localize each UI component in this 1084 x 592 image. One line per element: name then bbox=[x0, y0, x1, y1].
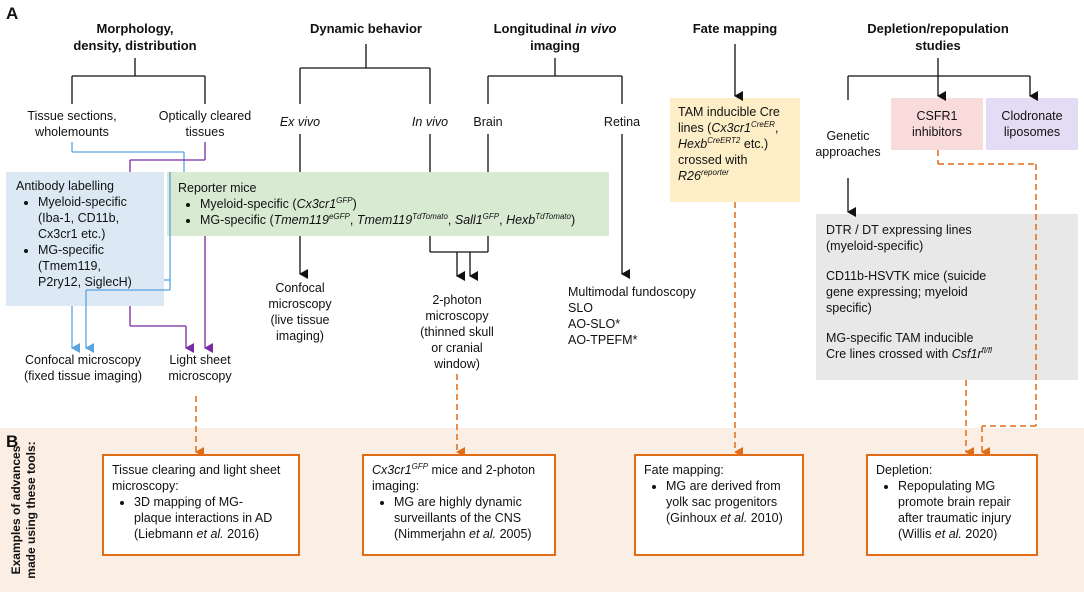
dtr-paragraph-3: MG-specific TAM inducible Cre lines cros… bbox=[826, 331, 992, 361]
method-confocal-live: Confocal microscopy (live tissue imaging… bbox=[268, 281, 332, 343]
reporter-bullet-myeloid: Myeloid-specific (Cx3cr1GFP) bbox=[200, 196, 606, 212]
category-fate-mapping: Fate mapping bbox=[692, 21, 778, 36]
clodronate-content: Clodronate liposomes bbox=[1001, 109, 1063, 139]
dtr-content: DTR / DT expressing lines (myeloid-speci… bbox=[826, 222, 1076, 362]
panel-b-side-label: Examples of advances made using these to… bbox=[9, 441, 38, 579]
subcategory-brain: Brain bbox=[473, 115, 503, 129]
reporter-mice-box bbox=[167, 172, 609, 236]
antibody-labelling-content: Antibody labelling Myeloid-specific(Iba-… bbox=[16, 178, 162, 290]
subcategory-cleared-tissues: Optically cleared tissues bbox=[158, 109, 252, 139]
method-two-photon: 2-photon microscopy (thinned skull or cr… bbox=[420, 293, 494, 371]
panel-a-label: A bbox=[6, 4, 19, 23]
dtr-box bbox=[816, 214, 1078, 380]
method-retinal-imaging: Multimodal fundoscopy SLO AO-SLO* AO-TPE… bbox=[568, 285, 696, 347]
csfr1-box bbox=[891, 98, 983, 150]
antibody-labelling-box bbox=[6, 172, 164, 306]
subcategory-in-vivo: In vivo bbox=[411, 115, 449, 129]
category-longitudinal-imaging: Longitudinal in vivo imaging bbox=[493, 21, 617, 53]
reporter-bullet-mg: MG-specific (Tmem119eGFP, Tmem119TdTomat… bbox=[200, 212, 606, 228]
method-light-sheet: Light sheet microscopy bbox=[168, 353, 232, 383]
reporter-title: Reporter mice bbox=[178, 181, 257, 195]
subcategory-retina: Retina bbox=[603, 115, 641, 129]
tam-cre-content: TAM inducible Cre lines (Cx3cr1CreER, He… bbox=[678, 105, 780, 183]
category-morphology: Morphology, density, distribution bbox=[73, 21, 197, 53]
category-dynamic-behavior: Dynamic behavior bbox=[310, 21, 422, 36]
dtr-paragraph-2: CD11b-HSVTK mice (suicide gene expressin… bbox=[826, 269, 987, 315]
tam-cre-box bbox=[670, 98, 800, 202]
subcategory-ex-vivo: Ex vivo bbox=[279, 115, 321, 129]
category-depletion-repopulation: Depletion/repopulation studies bbox=[867, 21, 1009, 53]
subcategory-tissue-sections: Tissue sections, wholemounts bbox=[27, 109, 117, 139]
example-two-photon: Cx3cr1GFP mice and 2-photon imaging: MG … bbox=[362, 454, 556, 556]
clodronate-box bbox=[986, 98, 1078, 150]
panel-b-label: B bbox=[6, 432, 19, 451]
example-tissue-clearing: Tissue clearing and light sheet microsco… bbox=[102, 454, 300, 556]
method-confocal-fixed: Confocal microscopy (fixed tissue imagin… bbox=[23, 353, 143, 383]
reporter-mice-content: Reporter mice Myeloid-specific (Cx3cr1GF… bbox=[178, 180, 606, 228]
antibody-bullet-mg: MG-specific(Tmem119,P2ry12, SiglecH) bbox=[38, 242, 162, 290]
subcategory-genetic-approaches: Genetic approaches bbox=[815, 129, 881, 159]
csfr1-content: CSFR1 inhibitors bbox=[911, 109, 963, 139]
antibody-title: Antibody labelling bbox=[16, 179, 114, 193]
dtr-paragraph-1: DTR / DT expressing lines (myeloid-speci… bbox=[826, 223, 972, 253]
antibody-bullet-myeloid: Myeloid-specific(Iba-1, CD11b,Cx3cr1 etc… bbox=[38, 194, 162, 242]
